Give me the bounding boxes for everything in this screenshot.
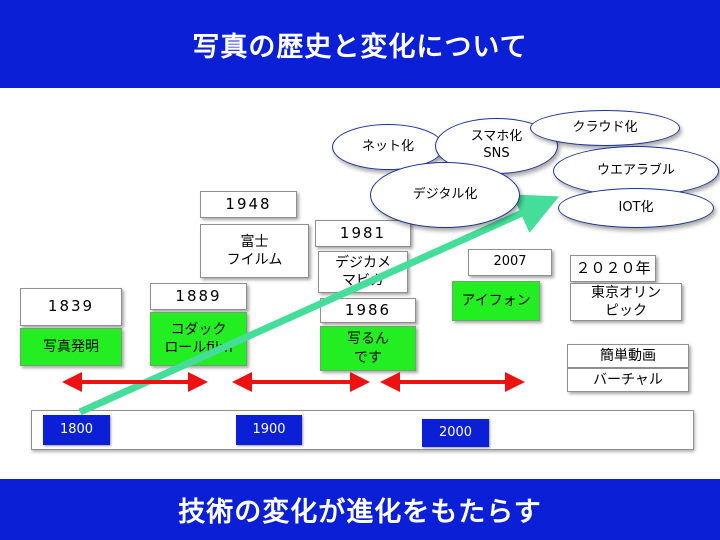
tick-label: 1800 — [59, 421, 94, 437]
trend-cloud: クラウド化 — [530, 110, 680, 146]
year-1948-box: 1948 — [200, 191, 297, 218]
year-label: 1889 — [175, 286, 222, 305]
year-2020-box: ２０２０年 — [570, 255, 656, 282]
event-tokyo-olympics: 東京オリン ピック — [570, 283, 682, 321]
event-label: デジカメ マビカ — [335, 254, 391, 289]
event-photo-invention: 写真発明 — [20, 328, 122, 366]
event-label: 簡単動画 — [600, 347, 656, 364]
title-banner: 写真の歴史と変化について — [0, 0, 720, 88]
trend-label: IOT化 — [618, 199, 654, 215]
footer-text: 技術の変化が進化をもたらす — [178, 497, 542, 528]
year-label: 1986 — [344, 300, 392, 319]
event-label: 東京オリン ピック — [591, 284, 661, 319]
event-label: 富士 フイルム — [226, 233, 283, 268]
event-utsurundesu: 写るん です — [320, 326, 416, 371]
event-label: アイフォン — [461, 292, 531, 309]
event-kodak-roll-film: コダック ロールfilm — [150, 312, 247, 366]
trend-smartphone: スマホ化 SNS — [435, 118, 558, 174]
trend-label: スマホ化 SNS — [470, 129, 523, 161]
year-1986-box: 1986 — [320, 298, 416, 323]
year-label: 2007 — [493, 254, 527, 270]
timeline-tick-1800: 1800 — [43, 415, 110, 445]
trend-label: クラウド化 — [572, 119, 638, 135]
trend-label: ウエアラブル — [596, 162, 675, 178]
year-label: 1839 — [47, 297, 95, 316]
year-2007-box: 2007 — [468, 249, 552, 276]
year-1981-box: 1981 — [315, 220, 411, 247]
event-label: バーチャル — [593, 371, 663, 388]
trend-iot: IOT化 — [558, 188, 714, 228]
event-iphone: アイフォン — [452, 281, 540, 321]
trend-label: デジタル化 — [412, 186, 478, 202]
year-label: 1948 — [225, 194, 272, 213]
event-label: 写るん です — [347, 331, 389, 366]
trend-digital: デジタル化 — [370, 162, 520, 228]
trend-label: ネット化 — [361, 138, 414, 154]
event-label: 写真発明 — [43, 338, 99, 355]
tick-label: 2000 — [438, 424, 473, 440]
timeline-tick-1900: 1900 — [236, 415, 302, 445]
year-label: 1981 — [339, 223, 387, 242]
event-virtual: バーチャル — [567, 368, 689, 392]
timeline-bar — [31, 410, 694, 450]
footer-banner: 技術の変化が進化をもたらす — [0, 479, 720, 540]
event-easy-video: 簡単動画 — [567, 344, 689, 368]
year-1889-box: 1889 — [150, 283, 247, 310]
year-label: ２０２０年 — [575, 258, 651, 277]
year-1839-box: 1839 — [20, 288, 122, 326]
tick-label: 1900 — [252, 421, 286, 437]
event-fujifilm: 富士 フイルム — [200, 224, 309, 278]
page-title: 写真の歴史と変化について — [192, 31, 528, 63]
timeline-tick-2000: 2000 — [422, 419, 489, 447]
event-label: コダック ロールfilm — [164, 321, 233, 356]
event-mavica: デジカメ マビカ — [318, 251, 408, 293]
